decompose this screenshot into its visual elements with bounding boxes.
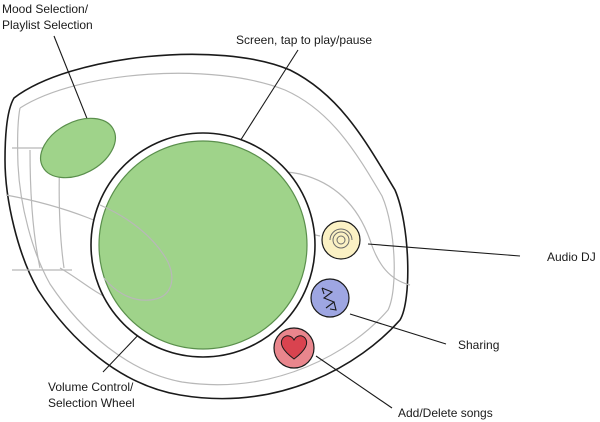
volume-leader — [102, 329, 144, 373]
device-inner-contour — [17, 72, 395, 386]
volume-control-label-line2: Selection Wheel — [48, 396, 135, 410]
sharing-leader — [349, 313, 447, 345]
add-delete-button[interactable] — [273, 327, 315, 369]
volume-control-label-line1: Volume Control/ — [48, 380, 134, 394]
mood-selection-button[interactable] — [30, 106, 125, 189]
mood-selection-label-line1: Mood Selection/ — [2, 2, 89, 16]
audio-dj-label: Audio DJ — [547, 250, 596, 264]
device-body — [4, 53, 409, 400]
sharing-button[interactable] — [310, 278, 350, 318]
screen[interactable] — [98, 140, 308, 350]
zigzag-arrows-icon — [321, 287, 337, 311]
screen-track-overlay — [99, 204, 173, 301]
audio-dj-button[interactable] — [321, 220, 361, 260]
heart-icon — [280, 335, 308, 360]
device-left-groove — [12, 147, 72, 271]
screen-label: Screen, tap to play/pause — [236, 33, 373, 47]
mood-selection-label-line2: Playlist Selection — [2, 18, 93, 32]
concentric-circles-icon — [329, 228, 353, 249]
add-delete-label: Add/Delete songs — [398, 406, 493, 420]
audio-dj-leader — [367, 243, 521, 257]
volume-control-label: Volume Control/ Selection Wheel — [48, 379, 135, 411]
add-delete-leader — [315, 355, 393, 409]
sharing-label: Sharing — [458, 338, 500, 352]
mood-selection-label: Mood Selection/ Playlist Selection — [2, 1, 93, 33]
